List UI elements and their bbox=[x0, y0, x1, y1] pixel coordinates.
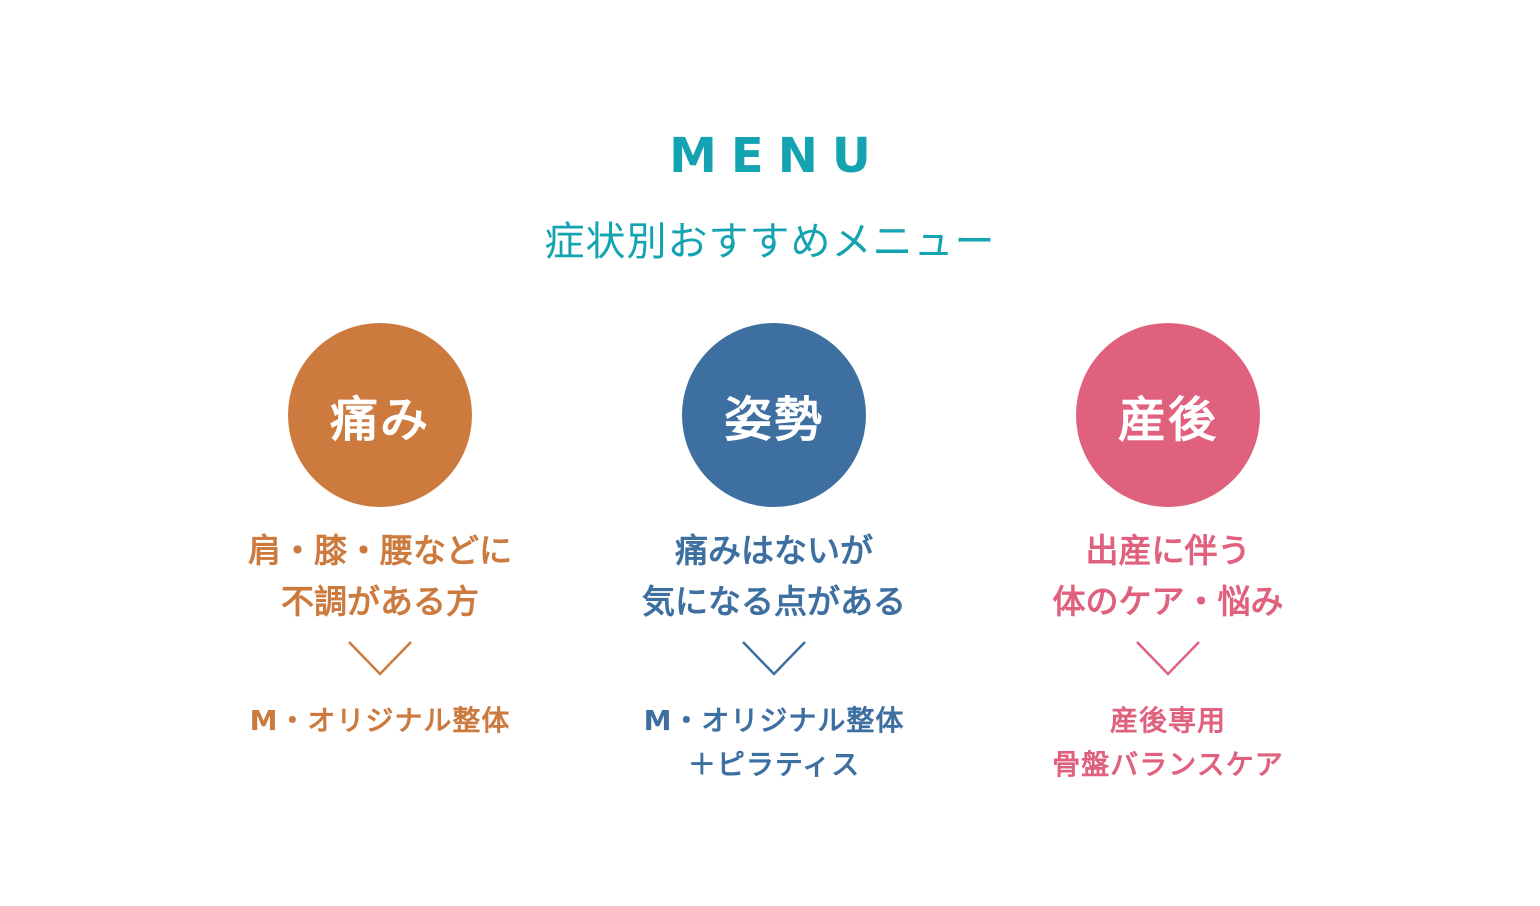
category-circle[interactable]: 産後 bbox=[1076, 323, 1260, 507]
menu-line: 産後専用 bbox=[1109, 704, 1226, 737]
symptom-description: 痛みはないが 気になる点がある bbox=[584, 525, 964, 627]
page-subtitle: 症状別おすすめメニュー bbox=[544, 219, 996, 265]
menu-line: ＋ピラティス bbox=[687, 748, 861, 781]
symptom-description: 出産に伴う 体のケア・悩み bbox=[978, 525, 1358, 627]
description-line: 出産に伴う bbox=[1085, 531, 1251, 570]
menu-line: 骨盤バランスケア bbox=[1052, 748, 1284, 781]
recommended-menu[interactable]: M・オリジナル整体 ＋ピラティス bbox=[584, 699, 964, 787]
recommended-menu[interactable]: 産後専用 骨盤バランスケア bbox=[978, 699, 1358, 787]
description-line: 肩・膝・腰などに bbox=[248, 531, 512, 570]
description-line: 体のケア・悩み bbox=[1052, 582, 1284, 621]
menu-card-postpartum[interactable]: 産後 出産に伴う 体のケア・悩み 産後専用 骨盤バランスケア bbox=[978, 323, 1358, 787]
chevron-down-icon bbox=[742, 641, 806, 676]
menu-card-pain[interactable]: 痛み 肩・膝・腰などに 不調がある方 M・オリジナル整体 bbox=[190, 323, 570, 743]
chevron-down-icon bbox=[1136, 641, 1200, 676]
category-circle[interactable]: 痛み bbox=[288, 323, 472, 507]
recommended-menu[interactable]: M・オリジナル整体 bbox=[190, 699, 570, 743]
category-circle[interactable]: 姿勢 bbox=[682, 323, 866, 507]
menu-card-posture[interactable]: 姿勢 痛みはないが 気になる点がある M・オリジナル整体 ＋ピラティス bbox=[584, 323, 964, 787]
menu-line: M・オリジナル整体 bbox=[249, 704, 511, 737]
chevron-down-icon bbox=[348, 641, 412, 676]
page-title: MENU bbox=[669, 128, 885, 184]
symptom-description: 肩・膝・腰などに 不調がある方 bbox=[190, 525, 570, 627]
description-line: 気になる点がある bbox=[642, 582, 906, 621]
menu-line: M・オリジナル整体 bbox=[643, 704, 905, 737]
description-line: 不調がある方 bbox=[281, 582, 479, 621]
description-line: 痛みはないが bbox=[675, 531, 873, 570]
